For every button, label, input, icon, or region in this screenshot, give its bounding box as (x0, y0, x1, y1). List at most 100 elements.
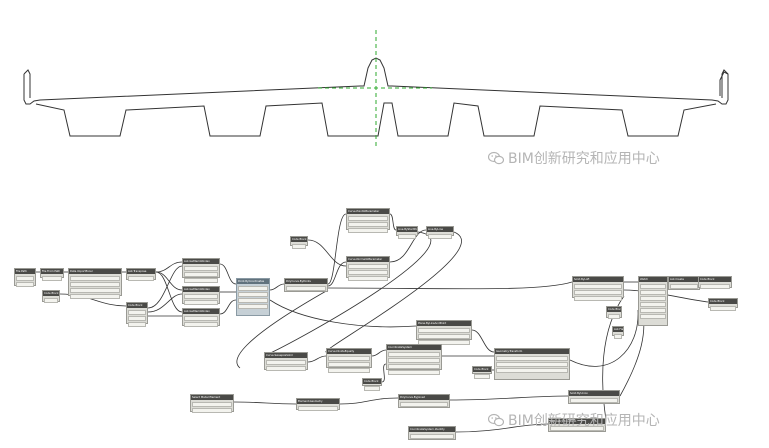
graph-node[interactable]: Curve.NormalAtParameter (346, 256, 390, 281)
node-port[interactable] (574, 284, 622, 289)
graph-node[interactable]: Code Block (708, 298, 738, 311)
node-port[interactable] (328, 362, 370, 367)
node-port[interactable] (292, 244, 306, 249)
node-port[interactable] (496, 362, 568, 367)
node-port[interactable] (70, 294, 120, 299)
node-port[interactable] (364, 386, 380, 391)
node-port[interactable] (184, 266, 218, 271)
node-port[interactable] (184, 322, 218, 327)
node-port[interactable] (184, 272, 218, 277)
node-port[interactable] (328, 368, 370, 373)
node-port[interactable] (238, 304, 268, 309)
node-port[interactable] (640, 296, 666, 301)
node-port[interactable] (184, 300, 218, 305)
node-port[interactable] (474, 374, 490, 379)
graph-node[interactable]: List.Transpose (126, 268, 156, 281)
node-port[interactable] (418, 340, 470, 345)
node-port[interactable] (388, 364, 440, 369)
graph-node[interactable]: Solid.ByLoft (572, 276, 624, 301)
node-port[interactable] (328, 356, 370, 361)
graph-node[interactable]: Geometry.Transform (548, 418, 606, 432)
node-port[interactable] (70, 288, 120, 293)
graph-node[interactable]: Watch (638, 276, 668, 326)
graph-node[interactable]: List.GetItemAtIndex (182, 258, 220, 283)
node-port[interactable] (70, 282, 120, 287)
graph-node[interactable]: File Path (14, 268, 36, 287)
node-port[interactable] (574, 290, 622, 295)
graph-node[interactable]: List.GetItemAtIndex (182, 286, 220, 305)
node-port[interactable] (44, 298, 58, 303)
node-port[interactable] (700, 284, 730, 289)
graph-node[interactable]: Curve.SweepAsSolid (264, 352, 308, 371)
node-port[interactable] (128, 310, 146, 315)
graph-node[interactable]: PolyCurve.ByJoined (398, 394, 450, 408)
node-port[interactable] (348, 222, 388, 227)
node-port[interactable] (570, 398, 618, 403)
node-port[interactable] (266, 360, 306, 365)
node-port[interactable] (400, 402, 448, 407)
node-port[interactable] (670, 284, 698, 289)
node-port[interactable] (496, 356, 568, 361)
graph-node[interactable]: List.Create (668, 276, 700, 290)
graph-node[interactable]: List.Flatten (612, 326, 624, 339)
graph-node[interactable]: Code Block (42, 290, 60, 303)
node-port[interactable] (574, 296, 622, 301)
node-port[interactable] (550, 426, 604, 431)
node-port[interactable] (128, 322, 146, 327)
node-port[interactable] (70, 276, 120, 281)
graph-node[interactable]: Select Model Element (190, 394, 234, 413)
graph-node[interactable]: Code Block (126, 302, 148, 327)
graph-node[interactable]: Point.ByCoordinates (236, 278, 270, 316)
node-port[interactable] (428, 234, 452, 239)
node-port[interactable] (496, 368, 568, 373)
node-port[interactable] (184, 294, 218, 299)
node-port[interactable] (348, 228, 388, 233)
graph-node[interactable]: Geometry.Transform (494, 348, 570, 380)
graph-node[interactable]: Curve.PointAtParameter (346, 208, 390, 233)
node-port[interactable] (16, 276, 34, 281)
graph-node[interactable]: Plane.ByLineAndPoint (416, 320, 472, 345)
node-port[interactable] (348, 270, 388, 275)
node-port[interactable] (608, 314, 620, 319)
graph-node[interactable]: Code Block (362, 378, 382, 391)
node-port[interactable] (388, 370, 440, 375)
node-port[interactable] (418, 334, 470, 339)
graph-node[interactable]: CoordinateSystem.Identity (408, 426, 456, 440)
node-port[interactable] (128, 316, 146, 321)
node-port[interactable] (640, 308, 666, 313)
node-port[interactable] (348, 276, 388, 281)
graph-node[interactable]: Code Block (606, 306, 622, 319)
node-port[interactable] (128, 276, 154, 281)
node-port[interactable] (42, 276, 62, 281)
node-port[interactable] (710, 306, 736, 311)
node-port[interactable] (348, 216, 388, 221)
node-port[interactable] (388, 352, 440, 357)
node-port[interactable] (184, 278, 218, 283)
node-port[interactable] (640, 302, 666, 307)
node-port[interactable] (16, 282, 34, 287)
graph-node[interactable]: Code Block (472, 366, 492, 379)
graph-node[interactable]: Code Block (698, 276, 732, 289)
node-port[interactable] (192, 408, 232, 413)
node-port[interactable] (238, 298, 268, 303)
node-port[interactable] (238, 292, 268, 297)
graph-node[interactable]: Line.ByStartPoint (396, 226, 418, 239)
node-port[interactable] (410, 434, 454, 439)
graph-node[interactable]: Line.ByLine (426, 226, 454, 239)
node-port[interactable] (614, 334, 622, 339)
node-port[interactable] (286, 286, 326, 291)
node-port[interactable] (266, 366, 306, 371)
node-port[interactable] (640, 290, 666, 295)
graph-node[interactable]: Code Block (290, 236, 308, 249)
node-port[interactable] (640, 314, 666, 319)
node-port[interactable] (184, 316, 218, 321)
graph-node[interactable]: CoordinateSystem (386, 344, 442, 375)
node-port[interactable] (298, 406, 338, 411)
graph-node[interactable]: PolyCurve.ByPoints (284, 278, 328, 292)
node-port[interactable] (418, 328, 470, 333)
graph-node[interactable]: Solid.ByUnion (568, 390, 620, 404)
graph-node[interactable]: Element.Geometry (296, 398, 340, 411)
node-port[interactable] (398, 234, 416, 239)
node-port[interactable] (192, 402, 232, 407)
